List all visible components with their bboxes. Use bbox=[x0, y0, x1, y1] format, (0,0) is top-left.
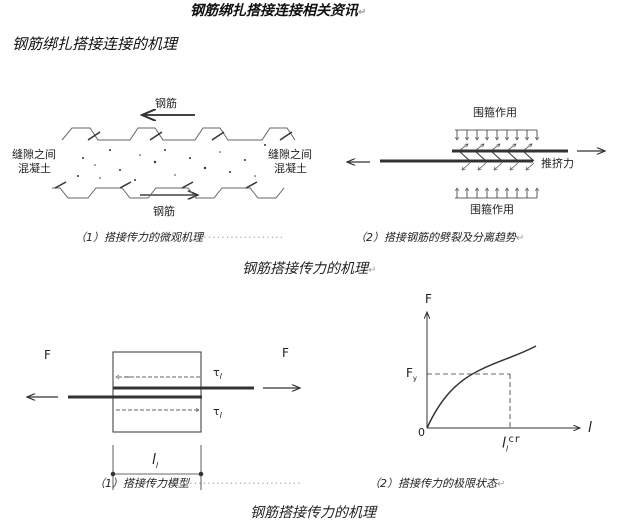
rebar-label-bottom: 钢筋 bbox=[153, 205, 175, 218]
confinement-arrows-bottom bbox=[457, 188, 537, 198]
figure2-caption: 钢筋搭接传力的机理 bbox=[250, 505, 376, 521]
confinement-label-top: 围箍作用 bbox=[473, 106, 517, 119]
rebar-label-top: 钢筋 bbox=[155, 97, 177, 110]
tau-symbol: τ bbox=[213, 405, 220, 418]
fy-label: Fy bbox=[406, 366, 417, 382]
title-text: 钢筋绑扎搭接连接相关资讯 bbox=[190, 3, 358, 19]
y-axis-label: F bbox=[425, 292, 432, 306]
micro-mechanism-diagram bbox=[52, 115, 296, 199]
lcr-label: llcr bbox=[502, 434, 520, 453]
tau-subscript: l bbox=[219, 411, 222, 421]
caption-text: （1）搭接传力的微观机理 bbox=[75, 231, 203, 244]
confinement-arrows-top bbox=[457, 130, 537, 140]
caption-text: （2）搭接传力的极限状态 bbox=[369, 477, 497, 490]
caption-limit: （2）搭接传力的极限状态↵ bbox=[369, 475, 505, 491]
x-axis-label: l bbox=[588, 420, 592, 436]
concrete-aggregate bbox=[77, 144, 266, 181]
leader-dots: ························· bbox=[189, 477, 302, 490]
force-label-left: F bbox=[44, 348, 51, 362]
caption-text: 钢筋搭接传力的机理 bbox=[242, 261, 368, 277]
gap-concrete-right-2: 混凝土 bbox=[274, 162, 307, 175]
paragraph-mark: ↵ bbox=[516, 233, 525, 244]
push-force-label: 推挤力 bbox=[541, 157, 574, 170]
concrete-block bbox=[112, 351, 202, 433]
paragraph-mark: ↵ bbox=[358, 7, 367, 18]
document-title: 钢筋绑扎搭接连接相关资讯↵ bbox=[190, 0, 366, 20]
origin-label: 0 bbox=[418, 426, 425, 439]
caption-text: （2）搭接钢筋的劈裂及分离趋势 bbox=[355, 231, 516, 244]
force-label-right: F bbox=[282, 346, 289, 360]
lap-length-label: ll bbox=[152, 452, 158, 470]
paragraph-mark: ↵ bbox=[368, 265, 377, 276]
load-curve bbox=[426, 345, 537, 429]
tau-label-bottom: τl bbox=[213, 405, 222, 420]
length-symbol: l bbox=[152, 452, 156, 468]
leader-dots: ·················· bbox=[203, 231, 284, 244]
fy-subscript: y bbox=[412, 374, 418, 383]
lcr-superscript: cr bbox=[508, 434, 521, 445]
length-subscript: l bbox=[155, 460, 159, 470]
tau-label-top: τl bbox=[213, 366, 222, 381]
lcr-subscript: l bbox=[505, 444, 509, 454]
lower-rebar-ribs bbox=[52, 187, 285, 199]
caption-text: （1）搭接传力模型 bbox=[94, 477, 189, 490]
gap-concrete-left-2: 混凝土 bbox=[18, 162, 51, 175]
caption-micro: （1）搭接传力的微观机理·················· bbox=[75, 229, 284, 245]
fy-symbol: F bbox=[406, 366, 413, 380]
lap-model-diagram bbox=[27, 351, 300, 490]
limit-state-graph bbox=[427, 312, 580, 428]
lcr-symbol: l bbox=[502, 435, 506, 452]
tau-subscript: l bbox=[219, 372, 222, 382]
confinement-label-bottom: 围箍作用 bbox=[470, 203, 514, 216]
caption-splitting: （2）搭接钢筋的劈裂及分离趋势↵ bbox=[355, 229, 524, 245]
paragraph-mark: ↵ bbox=[497, 479, 506, 490]
splitting-diagram bbox=[347, 129, 605, 199]
section-heading: 钢筋绑扎搭接连接的机理 bbox=[12, 35, 178, 53]
caption-model: （1）搭接传力模型························· bbox=[94, 475, 301, 491]
figure1-caption: 钢筋搭接传力的机理↵ bbox=[242, 258, 376, 278]
gap-concrete-right-1: 缝隙之间 bbox=[268, 148, 312, 161]
gap-concrete-left-1: 缝隙之间 bbox=[12, 148, 56, 161]
upper-rebar-ribs bbox=[61, 127, 296, 141]
tau-symbol: τ bbox=[213, 366, 220, 379]
